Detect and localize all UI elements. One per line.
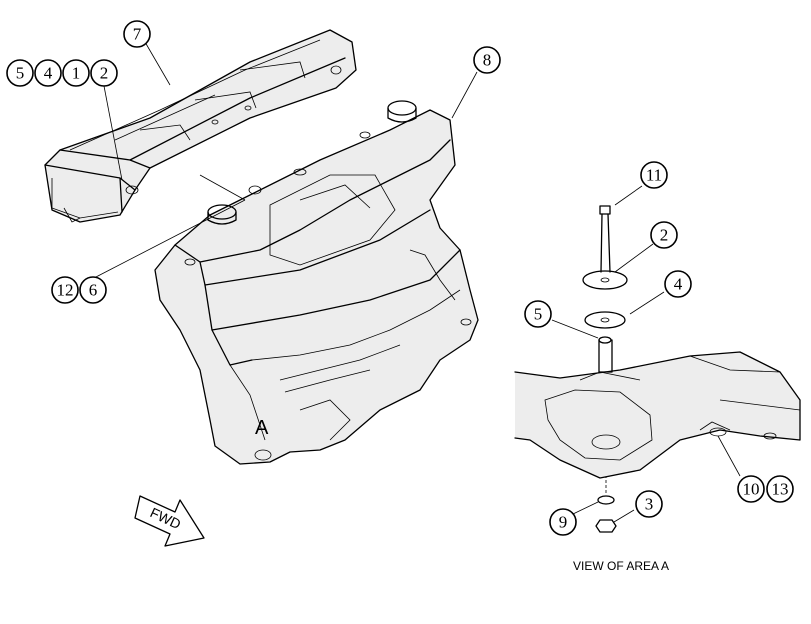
callout-2-cover: 2 xyxy=(90,59,118,87)
callout-3: 3 xyxy=(635,490,663,518)
callout-13: 13 xyxy=(766,475,794,503)
area-a-detail xyxy=(514,205,801,533)
callout-7: 7 xyxy=(123,20,151,48)
callout-8-label: 8 xyxy=(483,51,492,70)
fwd-label: FWD xyxy=(148,504,184,532)
callout-11: 11 xyxy=(640,161,668,189)
callout-4-detail-label: 4 xyxy=(674,275,683,294)
callout-5-detail-label: 5 xyxy=(534,305,543,324)
callout-5-label: 5 xyxy=(16,64,25,83)
callout-11-label: 11 xyxy=(646,166,662,185)
callout-2-detail: 2 xyxy=(650,221,678,249)
callout-2-label: 2 xyxy=(100,64,109,83)
view-caption: VIEW OF AREA A xyxy=(573,559,669,573)
callout-12-label: 12 xyxy=(57,281,74,300)
fuel-tank xyxy=(154,100,479,465)
callout-13-label: 13 xyxy=(772,480,789,499)
callout-12: 12 xyxy=(51,276,79,304)
callout-5-detail: 5 xyxy=(524,300,552,328)
area-a-label: A xyxy=(255,417,269,439)
callout-3-label: 3 xyxy=(645,495,654,514)
callout-4-detail: 4 xyxy=(664,270,692,298)
callout-10-label: 10 xyxy=(743,480,760,499)
callout-4-label: 4 xyxy=(44,64,53,83)
callout-5-cover: 5 xyxy=(6,59,34,87)
callout-6-label: 6 xyxy=(89,281,98,300)
callout-8: 8 xyxy=(473,46,501,74)
callout-1-label: 1 xyxy=(72,64,81,83)
forward-arrow: FWD xyxy=(134,495,205,547)
callout-4-cover: 4 xyxy=(34,59,62,87)
callout-10: 10 xyxy=(737,475,765,503)
callout-1: 1 xyxy=(62,59,90,87)
callout-7-label: 7 xyxy=(133,25,142,44)
callout-6: 6 xyxy=(79,276,107,304)
callout-9-label: 9 xyxy=(559,513,568,532)
callout-2-detail-label: 2 xyxy=(660,226,669,245)
callout-9: 9 xyxy=(549,508,577,536)
tank-cover xyxy=(44,29,357,223)
